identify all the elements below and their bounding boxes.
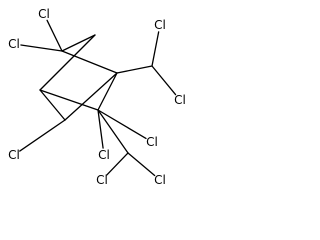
atom-label-cl7: Cl (154, 173, 166, 187)
bond-c7-cl3 (151, 31, 160, 67)
atom-label-cl6: Cl (96, 173, 108, 187)
bond-c8-cl7 (127, 152, 156, 177)
bond-c1-c7 (116, 65, 153, 74)
bond-c7-cl4 (151, 65, 177, 96)
bond-c3-c4 (39, 34, 96, 91)
atom-label-cl2: Cl (8, 37, 20, 51)
atom-label-cl8: Cl (8, 148, 20, 162)
atom-label-cl9: Cl (98, 148, 110, 162)
bond-c6-cl9 (97, 109, 104, 149)
bond-c1-c2 (61, 50, 118, 74)
bond-c6-c4 (39, 89, 99, 111)
bond-c8-cl6 (106, 152, 129, 176)
atom-label-cl4: Cl (174, 93, 186, 107)
atom-label-cl3: Cl (154, 18, 166, 32)
bond-c6-cl5 (97, 109, 147, 140)
bond-c6-c8 (97, 109, 129, 154)
bond-c1-c6 (97, 72, 118, 111)
bond-c2-cl1 (46, 19, 63, 52)
bond-c2-c3 (61, 34, 96, 52)
atom-label-cl1: Cl (38, 7, 50, 21)
bond-c5-cl8 (19, 119, 66, 152)
bond-c5-c1 (64, 72, 118, 121)
atom-label-cl5: Cl (146, 135, 158, 149)
bond-c4-c5 (39, 89, 66, 121)
bond-c2-cl2 (20, 44, 63, 52)
